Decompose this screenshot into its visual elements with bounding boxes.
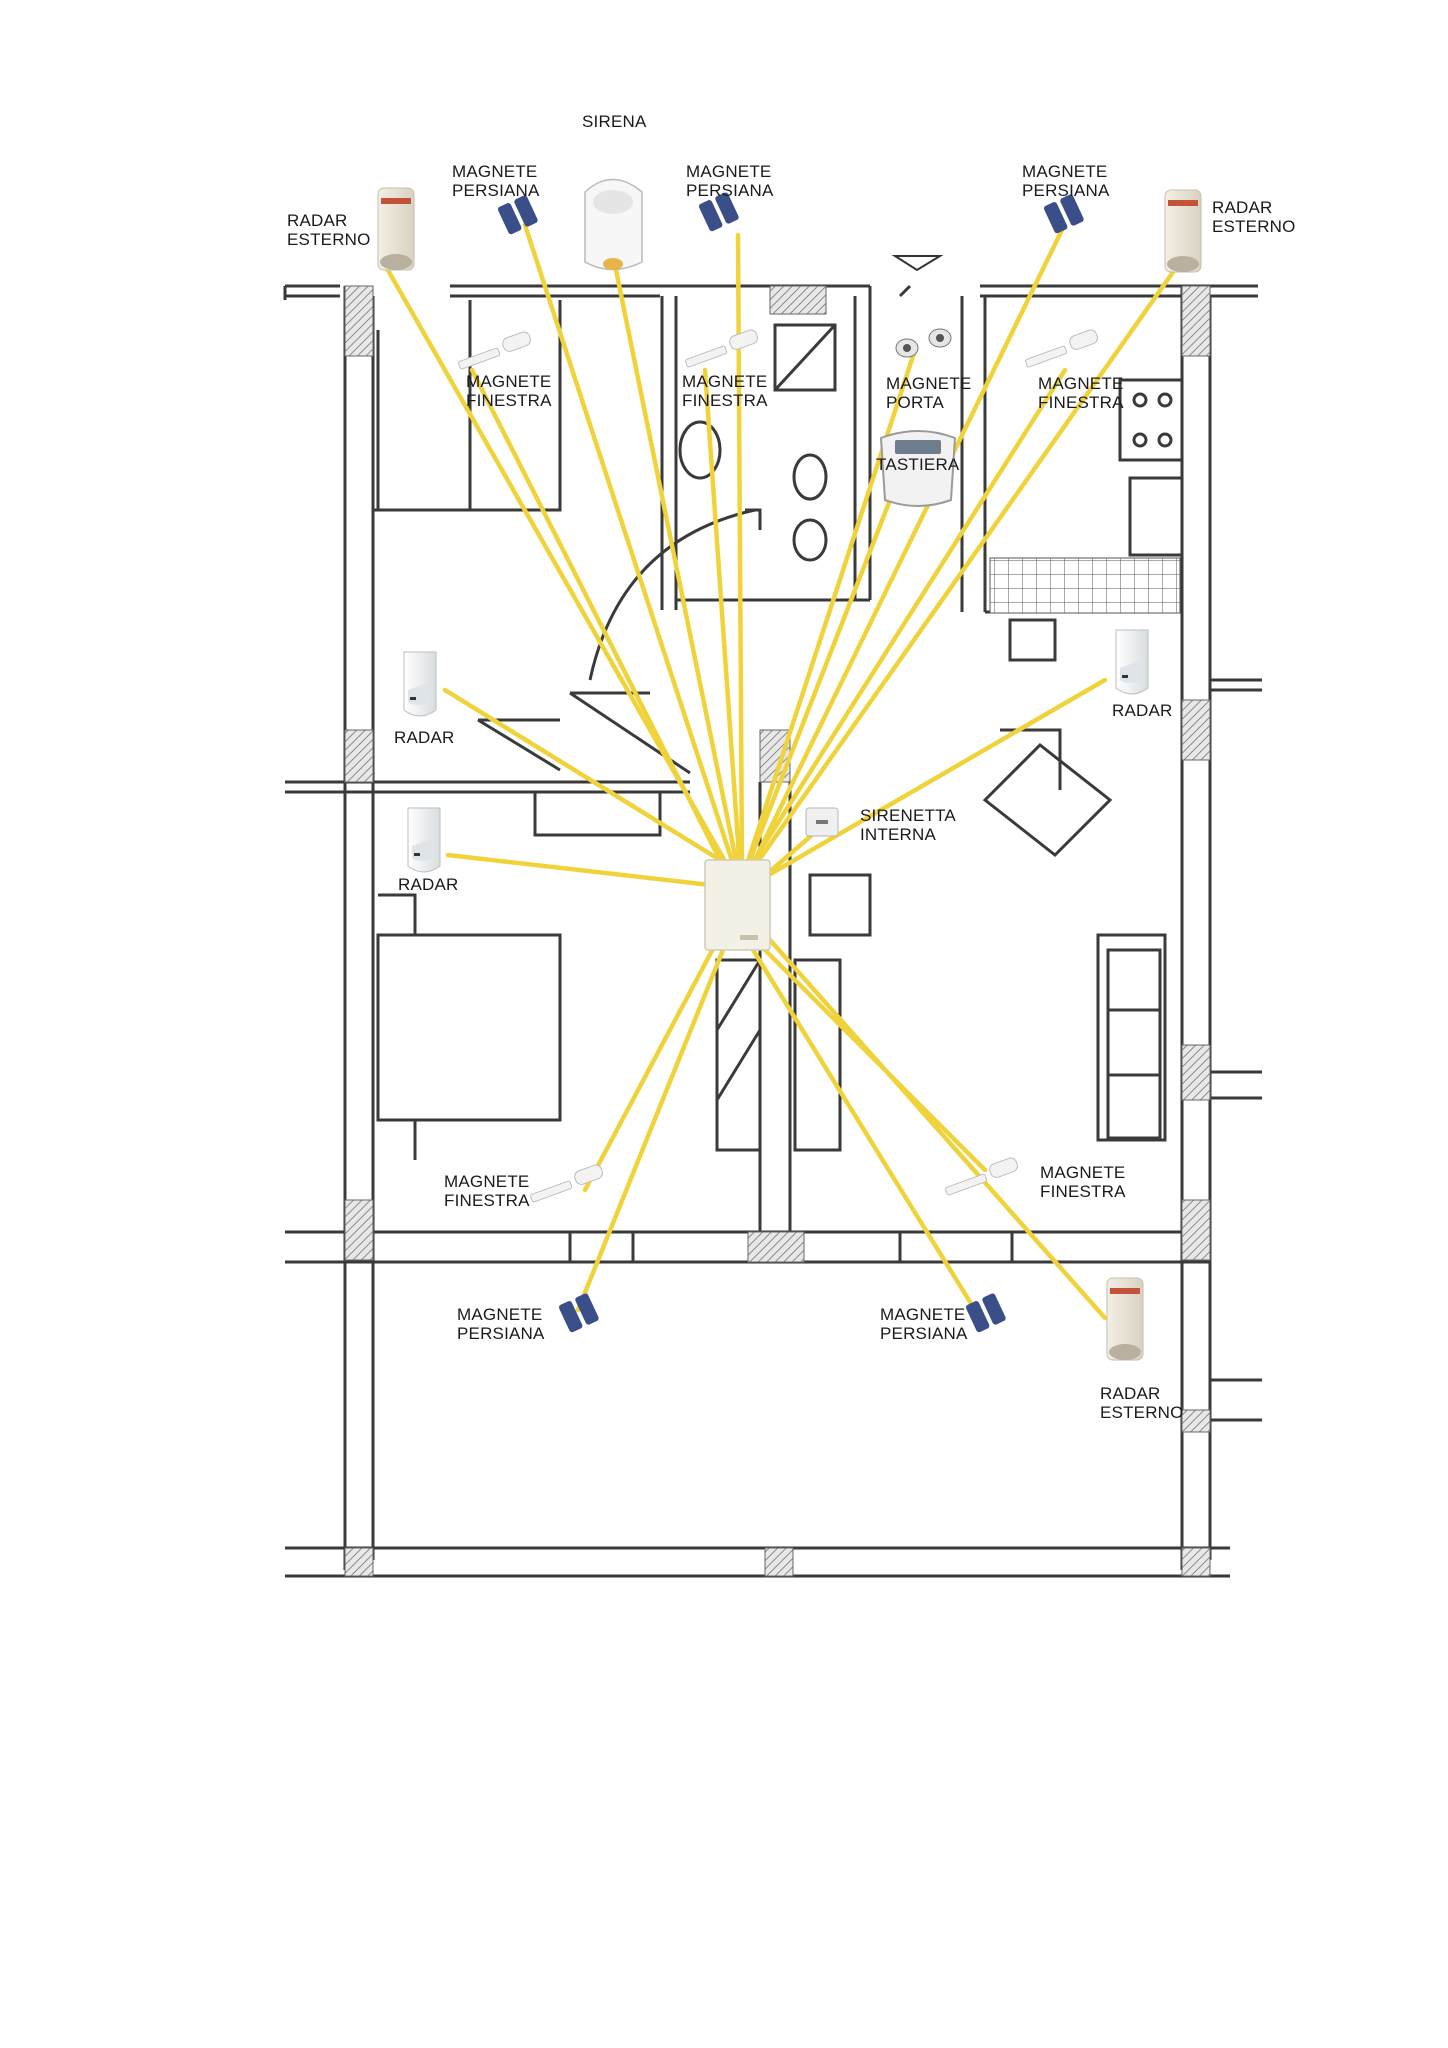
outdoor-radar-icon — [377, 187, 415, 271]
internal-siren-icon — [805, 807, 839, 837]
label-magnete-persiana: MAGNETE PERSIANA — [457, 1305, 545, 1343]
window-magnet-icon — [530, 1164, 603, 1203]
window-magnet-icon — [458, 331, 531, 370]
pir-radar-icon — [1115, 629, 1149, 695]
shutter-magnet-icon — [698, 192, 739, 232]
columns — [344, 285, 1211, 1577]
shutter-magnet-icon — [965, 1293, 1006, 1333]
left-wall — [343, 286, 375, 1570]
outdoor-radar-icon — [1164, 189, 1202, 273]
label-magnete-finestra: MAGNETE FINESTRA — [466, 372, 552, 410]
kitchen-tiles — [989, 557, 1181, 614]
control-panel — [704, 859, 771, 951]
label-sirenetta-interna: SIRENETTA INTERNA — [860, 806, 956, 844]
window-magnet-icon — [1025, 329, 1098, 368]
shutter-magnet-icon — [497, 195, 538, 235]
label-magnete-finestra: MAGNETE FINESTRA — [682, 372, 768, 410]
label-radar: RADAR — [1112, 701, 1173, 720]
label-radar-esterno: RADAR ESTERNO — [287, 211, 371, 249]
window-magnet-icon — [945, 1157, 1018, 1196]
label-magnete-persiana: MAGNETE PERSIANA — [686, 162, 774, 200]
label-radar: RADAR — [394, 728, 455, 747]
label-magnete-finestra: MAGNETE FINESTRA — [444, 1172, 530, 1210]
label-radar-esterno: RADAR ESTERNO — [1212, 198, 1296, 236]
shutter-magnet-icon — [558, 1293, 599, 1333]
label-magnete-porta: MAGNETE PORTA — [886, 374, 972, 412]
shutter-magnet-icon — [1043, 194, 1084, 234]
label-magnete-finestra: MAGNETE FINESTRA — [1038, 374, 1124, 412]
siren-icon — [584, 178, 643, 271]
label-magnete-persiana: MAGNETE PERSIANA — [880, 1305, 968, 1343]
label-radar-esterno: RADAR ESTERNO — [1100, 1384, 1184, 1422]
label-radar: RADAR — [398, 875, 459, 894]
label-sirena: SIRENA — [582, 112, 647, 131]
outdoor-radar-icon — [1106, 1277, 1144, 1361]
door-magnet-icon — [895, 328, 952, 358]
keypad-icon — [879, 430, 957, 507]
top-wall — [285, 284, 1258, 298]
pir-radar-icon — [403, 651, 437, 717]
label-tastiera: TASTIERA — [876, 455, 960, 474]
right-wall — [1180, 286, 1212, 1570]
entrance-arrow-icon — [891, 255, 944, 272]
walls — [283, 284, 1262, 1578]
pir-radar-icon — [407, 807, 441, 873]
bottom-wall — [285, 1546, 1230, 1578]
label-magnete-persiana: MAGNETE PERSIANA — [1022, 162, 1110, 200]
window-magnet-icon — [685, 329, 758, 368]
label-magnete-persiana: MAGNETE PERSIANA — [452, 162, 540, 200]
label-magnete-finestra: MAGNETE FINESTRA — [1040, 1163, 1126, 1201]
